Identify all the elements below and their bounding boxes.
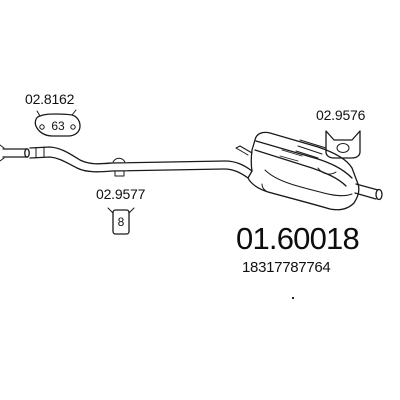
hanger-8-part <box>107 207 135 235</box>
rear-silencer <box>235 131 360 211</box>
hanger-size-label: 8 <box>118 215 125 229</box>
center-hanger-part-code: 02.9577 <box>96 186 146 202</box>
stray-dot <box>292 297 294 299</box>
clamp-63-part <box>34 109 81 137</box>
front-pipe-stub <box>0 144 30 162</box>
right-hanger-part-code: 02.9576 <box>316 107 366 123</box>
hanger-02-9576-part <box>325 130 361 159</box>
clamp-part-code: 02.8162 <box>25 91 75 107</box>
intermediate-pipe <box>29 146 253 179</box>
main-part-number: 01.60018 <box>236 221 360 256</box>
tailpipe <box>354 183 383 201</box>
oem-number: 18317787764 <box>242 259 331 276</box>
clamp-size-label: 63 <box>51 119 65 133</box>
